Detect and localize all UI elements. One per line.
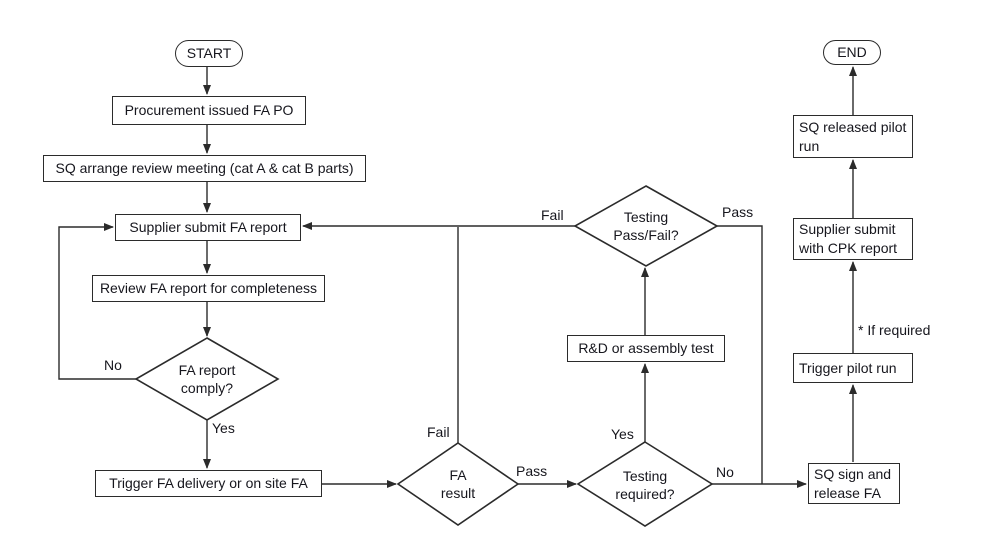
edge-label-passfail-pass: Pass: [722, 204, 754, 220]
edge-label-passfail-fail: Fail: [541, 207, 564, 223]
decision-testing-required-shape: [576, 441, 714, 527]
edge-label-required-yes: Yes: [611, 426, 634, 442]
process-rd-or-assembly-test: R&D or assembly test: [567, 335, 725, 362]
note-if-required: * If required: [858, 322, 931, 338]
decision-testing-passfail-label: Testing Pass/Fail?: [613, 208, 679, 243]
process-sq-sign-and-release-fa: SQ sign and release FA: [808, 463, 900, 504]
end-terminator: END: [823, 40, 881, 65]
edge-label-result-fail: Fail: [427, 424, 450, 440]
decision-fa-comply-shape: [134, 337, 280, 421]
process-sq-arrange-review-meeting: SQ arrange review meeting (cat A & cat B…: [43, 155, 366, 182]
decision-fa-comply-label: FA report comply?: [178, 361, 236, 396]
start-terminator: START: [175, 40, 243, 67]
connectors: [58, 66, 857, 488]
process-review-fa-report: Review FA report for completeness: [92, 275, 325, 302]
process-trigger-fa-delivery: Trigger FA delivery or on site FA: [95, 470, 322, 497]
decision-fa-result-label: FA result: [440, 466, 476, 501]
edge-label-result-pass: Pass: [516, 463, 548, 479]
edge-label-comply-no: No: [104, 357, 122, 373]
decision-fa-result-shape: [396, 442, 520, 526]
decision-diamonds: [134, 185, 719, 527]
edge-label-required-no: No: [716, 464, 734, 480]
edge-label-comply-yes: Yes: [212, 420, 235, 436]
decision-testing-passfail-shape: [573, 185, 719, 267]
process-supplier-submit-fa-report: Supplier submit FA report: [115, 214, 301, 241]
decision-testing-required-label: Testing required?: [615, 467, 675, 502]
process-supplier-submit-cpk-report: Supplier submit with CPK report: [793, 218, 913, 260]
process-sq-released-pilot-run: SQ released pilot run: [793, 115, 913, 158]
process-procurement-issued-fa-po: Procurement issued FA PO: [112, 96, 306, 125]
process-trigger-pilot-run: Trigger pilot run: [793, 353, 913, 383]
